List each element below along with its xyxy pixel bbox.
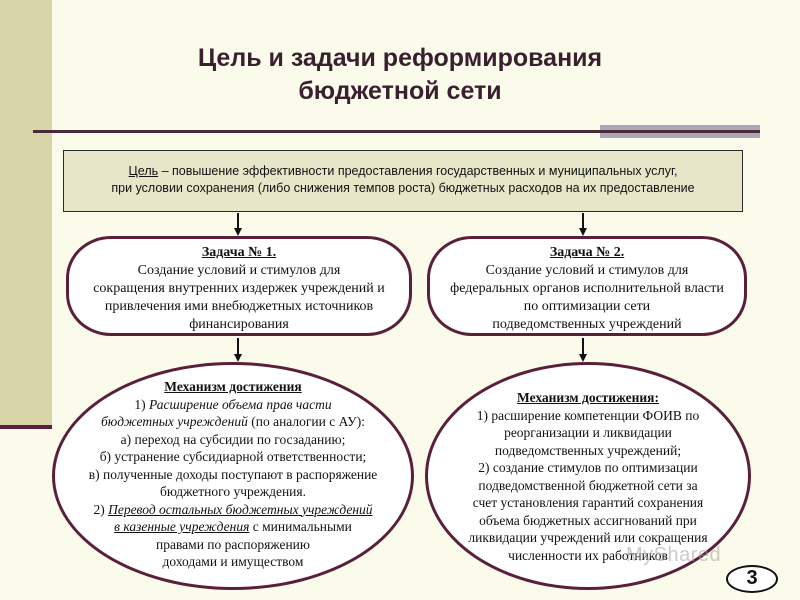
title-rule — [33, 130, 760, 133]
mechanism-1-num: 1) — [134, 396, 150, 412]
goal-line-2: при условии сохранения (либо снижения те… — [111, 181, 695, 195]
watermark-logo: MyShared — [626, 544, 722, 566]
mechanism-1-item2: Перевод остальных бюджетных учреждений — [108, 501, 373, 517]
page-number-badge: 3 — [726, 565, 778, 593]
mechanism-1-line: в казенные учреждения с минимальными — [55, 518, 411, 536]
mechanism-2-line: 1) расширение компетенции ФОИВ по — [476, 407, 700, 423]
task-1-title: Задача № 1. — [201, 245, 277, 260]
mechanism-1-line: доходами и имуществом — [162, 554, 304, 569]
task-1-line: сокращения внутренних издержек учреждени… — [93, 281, 385, 296]
mechanism-2-line: численности их работников — [508, 547, 668, 563]
slide-title: Цель и задачи реформирования бюджетной с… — [100, 42, 700, 108]
task-2-line: федеральных органов исполнительной власт… — [450, 281, 724, 296]
mechanism-1-line: в) полученные доходы поступают в распоря… — [88, 466, 378, 482]
mechanism-1-title: Механизм достижения — [164, 379, 302, 394]
mechanism-1-line: б) устранение субсидиарной ответственнос… — [99, 449, 367, 464]
title-line-1: Цель и задачи реформирования — [197, 44, 603, 72]
mechanism-1-item2-cont: в казенные учреждения — [114, 519, 250, 534]
mechanism-2-line: ликвидации учреждений или сокращения — [468, 530, 708, 545]
mechanism-1-line: 2) Перевод остальных бюджетных учреждени… — [55, 501, 411, 519]
goal-box: Цель – повышение эффективности предостав… — [63, 150, 743, 212]
task-1-line: финансирования — [189, 317, 289, 332]
mechanism-1-item2-rest: с минимальными — [249, 519, 352, 534]
mechanism-1-item1: Расширение объема прав части — [149, 396, 332, 412]
mechanism-1-ellipse: Механизм достижения 1) Расширение объема… — [52, 362, 414, 590]
task-1-line: привлечения ими внебюджетных источников — [104, 299, 374, 314]
mechanism-2-line: 2) создание стимулов по оптимизации — [478, 460, 698, 475]
mechanism-1-line: а) переход на субсидии по госзаданию; — [120, 431, 346, 447]
mechanism-1-line: бюджетного учреждения. — [160, 484, 306, 499]
mechanism-1-line: бюджетных учреждений (по аналогии с АУ): — [55, 413, 411, 431]
task-2-line: подведомственных учреждений — [492, 317, 682, 332]
goal-line-1: Цель – повышение эффективности предостав… — [64, 163, 742, 180]
mechanism-1-num: 2) — [93, 501, 109, 517]
mechanism-1-item1-note: (по аналогии с АУ): — [247, 414, 365, 429]
mechanism-2-title: Механизм достижения: — [517, 390, 659, 405]
task-2-box: Задача № 2. Создание условий и стимулов … — [427, 236, 747, 336]
mechanism-1-item1-cont: бюджетных учреждений — [100, 414, 248, 429]
mechanism-2-ellipse: Механизм достижения: 1) расширение компе… — [425, 362, 751, 590]
task-1-line: Создание условий и стимулов для — [137, 263, 341, 278]
mechanism-1-line: 1) Расширение объема прав части — [55, 396, 411, 414]
mechanism-2-line: объема бюджетных ассигнований при — [479, 512, 697, 528]
task-1-box: Задача № 1. Создание условий и стимулов … — [66, 236, 412, 336]
left-decor-band — [0, 0, 52, 425]
goal-line-1-text: – повышение эффективности предоставления… — [158, 164, 678, 178]
mechanism-2-line: подведомственной бюджетной сети за — [478, 477, 698, 493]
task-2-line: по оптимизации сети — [523, 299, 651, 314]
mechanism-1-line: правами по распоряжению — [156, 536, 310, 552]
left-decor-line — [0, 425, 52, 429]
task-2-title: Задача № 2. — [549, 245, 625, 260]
goal-label: Цель — [128, 164, 159, 178]
mechanism-2-line: реорганизации и ликвидации — [504, 425, 672, 440]
mechanism-2-line: подведомственных учреждений; — [494, 442, 682, 458]
task-2-line: Создание условий и стимулов для — [485, 263, 689, 278]
title-line-2: бюджетной сети — [298, 77, 502, 105]
mechanism-2-line: счет установления гарантий сохранения — [472, 495, 704, 510]
